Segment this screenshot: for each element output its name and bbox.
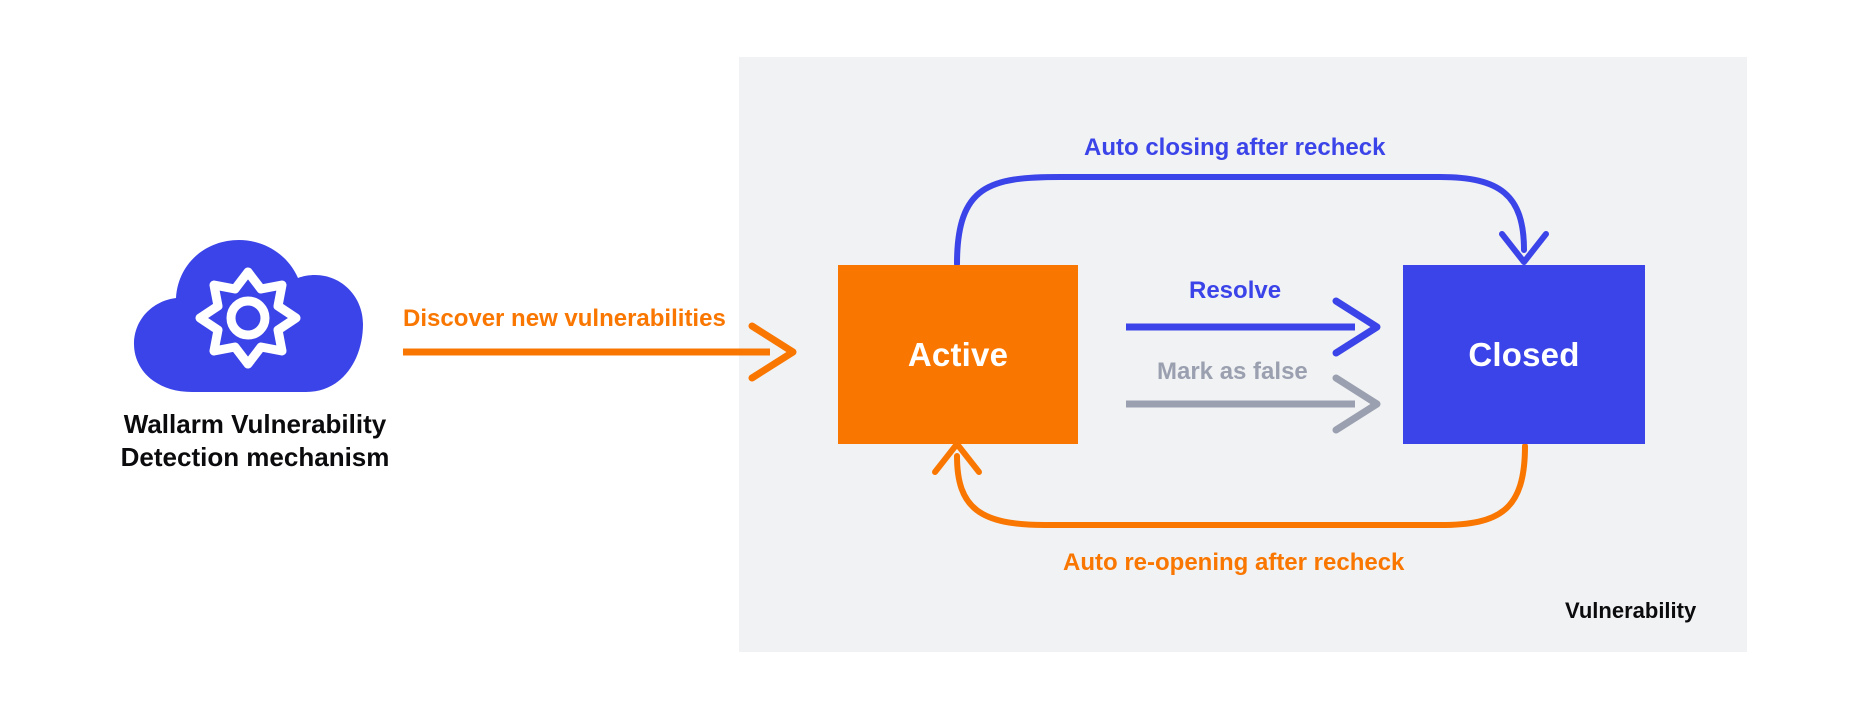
- edge-label-discover: Discover new vulnerabilities: [403, 305, 726, 332]
- source-caption-line-2: Detection mechanism: [120, 441, 390, 472]
- edge-discover-arrow: [403, 322, 797, 382]
- state-box-active[interactable]: Active: [838, 265, 1078, 444]
- edge-label-mark-as-false: Mark as false: [1157, 358, 1308, 385]
- panel-caption: Vulnerability: [1565, 598, 1697, 623]
- source-caption: Wallarm Vulnerability Detection mechanis…: [40, 408, 470, 473]
- edge-label-resolve: Resolve: [1189, 277, 1282, 304]
- state-label-active: Active: [907, 335, 1009, 373]
- state-box-closed[interactable]: Closed: [1403, 265, 1645, 444]
- source-caption-line-1: Wallarm Vulnerability: [123, 409, 387, 439]
- edge-label-auto-closing: Auto closing after recheck: [1084, 134, 1386, 161]
- cloud-gear-icon: [120, 232, 380, 402]
- state-label-closed: Closed: [1468, 335, 1580, 373]
- edge-label-auto-reopening: Auto re-opening after recheck: [1063, 549, 1405, 576]
